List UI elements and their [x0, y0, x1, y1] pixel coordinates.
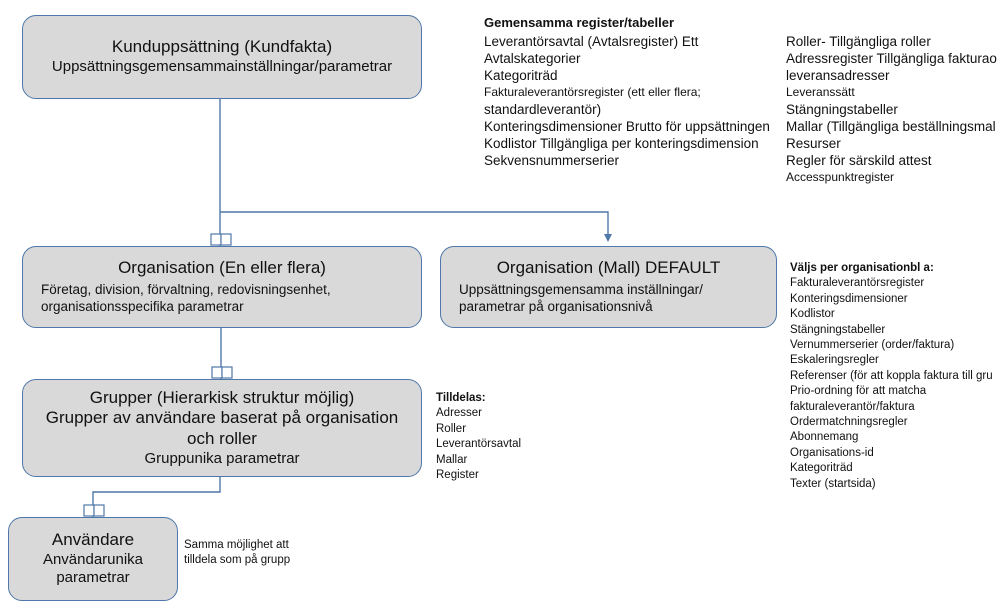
gemensamma-item: Regler för särskild attest [786, 153, 932, 168]
valjs-item: Kodlistor [790, 308, 835, 321]
grupper-line: Grupper av användare baserat på organisa… [45, 408, 399, 428]
gemensamma-item: Resurser [786, 136, 841, 151]
gemensamma-item: Fakturaleverantörsregister (ett eller fl… [484, 85, 701, 99]
gemensamma-item: Leverantörsavtal (Avtalsregister) Ett [484, 34, 699, 49]
organisation-mall-box: Organisation (Mall) DEFAULT Uppsättnings… [440, 246, 777, 328]
valjs-item: Fakturaleverantörsregister [790, 277, 925, 290]
valjs-item: Kategoriträd [790, 462, 853, 475]
tilldelas-item: Register [436, 469, 479, 482]
tilldelas-item: Adresser [436, 407, 483, 420]
organisation-desc-line: organisationsspecifika parametrar [41, 299, 244, 315]
valjs-item: Vernummerserier (order/faktura) [790, 339, 955, 352]
anvandare-title: Användare [51, 530, 135, 550]
organisation-desc-line: Företag, division, förvaltning, redovisn… [41, 281, 331, 297]
gemensamma-col2: Roller- Tillgängliga roller Adressregist… [786, 33, 1001, 186]
organisation-mall-desc-line: parametrar på organisationsnivå [459, 299, 653, 315]
gemensamma-item: Roller- Tillgängliga roller [786, 34, 931, 49]
gemensamma-item: Accesspunktregister [786, 170, 895, 184]
grupper-line: Gruppunika parametrar [144, 449, 300, 467]
organisation-mall-description: Uppsättningsgemensamma inställningar/ pa… [459, 281, 703, 316]
connector-junction [83, 504, 95, 517]
gemensamma-item: Mallar (Tillgängliga beställningsmal [786, 119, 996, 134]
connector-junction [221, 366, 233, 379]
gemensamma-col1: Leverantörsavtal (Avtalsregister) Ett Av… [484, 33, 770, 169]
organisation-mall-desc-line: Uppsättningsgemensamma inställningar/ [459, 281, 703, 297]
valjs-item: Prio-ordning för att matcha [790, 385, 927, 398]
samma-mojlighet-note: Samma möjlighet att tilldela som på grup… [184, 538, 290, 569]
tilldelas-block: Tilldelas: Adresser Roller Leverantörsav… [436, 391, 521, 483]
kunduppsattning-subtitle: Uppsättningsgemensammainställningar/para… [51, 58, 393, 76]
gemensamma-item: Kategoriträd [484, 68, 558, 83]
connector-junction [93, 504, 105, 517]
anvandare-line: parametrar [56, 569, 130, 587]
connector-kund-mall [220, 211, 612, 242]
grupper-line: och roller [187, 429, 257, 449]
connector-junction [210, 233, 222, 246]
valjs-item: Eskaleringsregler [790, 354, 879, 367]
valjs-item: Stängningstabeller [790, 323, 886, 336]
tilldelas-item: Mallar [436, 453, 468, 466]
gemensamma-item: standardleverantör) [484, 102, 602, 117]
anvandare-line: Användarunika [42, 551, 144, 569]
gemensamma-item: Konteringsdimensioner Brutto för uppsätt… [484, 119, 770, 134]
organisation-title: Organisation (En eller flera) [118, 258, 326, 278]
organisation-mall-title: Organisation (Mall) DEFAULT [496, 258, 721, 278]
grupper-line: Grupper (Hierarkisk struktur möjlig) [89, 387, 355, 407]
valjs-item: Organisations-id [790, 446, 874, 459]
gemensamma-heading: Gemensamma register/tabeller [484, 15, 675, 30]
valjs-item: Konteringsdimensioner [790, 292, 908, 305]
connector-junction [211, 366, 223, 379]
valjs-item: Texter (startsida) [790, 477, 876, 490]
kunduppsattning-title: Kunduppsättning (Kundfakta) [111, 37, 333, 57]
anvandare-box: Användare Användarunika parametrar [8, 517, 178, 601]
valjs-item: Ordermatchningsregler [790, 416, 908, 429]
gemensamma-item: leveransadresser [786, 68, 890, 83]
valjs-item: fakturaleverantör/faktura [790, 400, 915, 413]
valjs-item: Referenser (för att koppla faktura till … [790, 369, 993, 382]
samma-line: Samma möjlighet att [184, 539, 289, 551]
valjs-item: Abonnemang [790, 431, 859, 444]
organisation-box: Organisation (En eller flera) Företag, d… [22, 246, 422, 328]
gemensamma-item: Stängningstabeller [786, 102, 898, 117]
tilldelas-heading: Tilldelas: [436, 392, 486, 404]
grupper-box: Grupper (Hierarkisk struktur möjlig) Gru… [22, 379, 422, 477]
connector-junction [220, 233, 232, 246]
valjs-heading: Väljs per organisationbl a: [790, 262, 934, 274]
gemensamma-item: Avtalskategorier [484, 51, 581, 66]
connector-grupper-anvandare [92, 477, 221, 517]
organisation-description: Företag, division, förvaltning, redovisn… [41, 281, 331, 316]
gemensamma-item: Sekvensnummerserier [484, 153, 620, 168]
valjs-block: Väljs per organisationbl a: Fakturalever… [790, 261, 1001, 492]
tilldelas-item: Roller [436, 422, 467, 435]
gemensamma-item: Leveranssätt [786, 85, 855, 99]
gemensamma-item: Adressregister Tillgängliga fakturao [786, 51, 997, 66]
samma-line: tilldela som på grupp [184, 554, 291, 567]
kunduppsattning-box: Kunduppsättning (Kundfakta) Uppsättnings… [22, 15, 422, 99]
gemensamma-item: Kodlistor Tillgängliga per konteringsdim… [484, 136, 759, 151]
gemensamma-heading-block: Gemensamma register/tabeller [484, 14, 674, 31]
tilldelas-item: Leverantörsavtal [436, 438, 522, 451]
